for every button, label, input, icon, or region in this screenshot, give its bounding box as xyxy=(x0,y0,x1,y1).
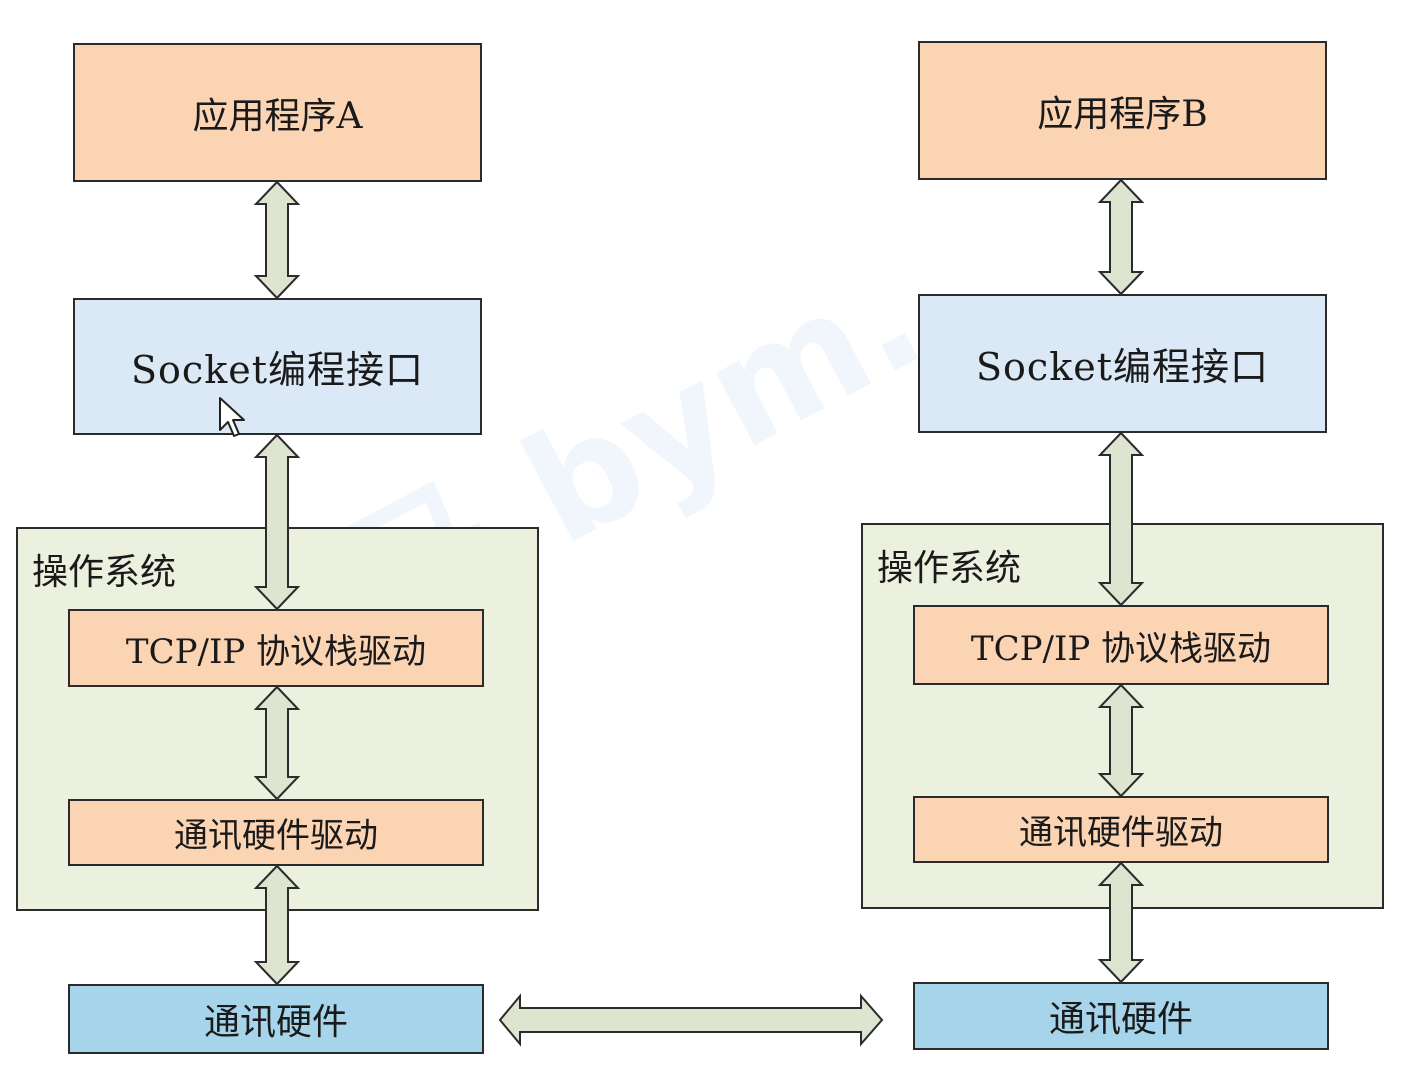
hardware-b-box: 通讯硬件 xyxy=(913,982,1329,1050)
socket-interface-a-box: Socket编程接口 xyxy=(73,298,482,435)
tcpip-driver-b-label: TCP/IP 协议栈驱动 xyxy=(970,628,1272,669)
arrow-hardware-link xyxy=(498,993,884,1047)
tcpip-driver-a-box: TCP/IP 协议栈驱动 xyxy=(68,609,484,687)
app-a-box: 应用程序A xyxy=(73,43,482,182)
hw-driver-b-box: 通讯硬件驱动 xyxy=(913,796,1329,863)
tcpip-driver-a-label: TCP/IP 协议栈驱动 xyxy=(125,631,427,672)
socket-interface-b-label: Socket编程接口 xyxy=(976,345,1269,389)
arrow-app-socket-b xyxy=(1097,178,1145,296)
socket-interface-a-label: Socket编程接口 xyxy=(131,348,424,392)
hardware-b-label: 通讯硬件 xyxy=(1048,999,1193,1040)
app-b-label: 应用程序B xyxy=(1037,93,1208,135)
socket-interface-b-box: Socket编程接口 xyxy=(918,294,1327,433)
os-a-label: 操作系统 xyxy=(32,552,177,593)
os-b-label: 操作系统 xyxy=(877,548,1022,589)
hardware-a-box: 通讯硬件 xyxy=(68,984,484,1054)
app-a-label: 应用程序A xyxy=(192,95,363,137)
hw-driver-a-label: 通讯硬件驱动 xyxy=(174,816,378,856)
hw-driver-a-box: 通讯硬件驱动 xyxy=(68,799,484,866)
mouse-cursor-icon xyxy=(219,397,245,437)
app-b-box: 应用程序B xyxy=(918,41,1327,180)
hw-driver-b-label: 通讯硬件驱动 xyxy=(1019,813,1223,853)
arrow-app-socket-a xyxy=(253,180,301,300)
tcpip-driver-b-box: TCP/IP 协议栈驱动 xyxy=(913,605,1329,685)
hardware-a-label: 通讯硬件 xyxy=(203,1002,348,1043)
